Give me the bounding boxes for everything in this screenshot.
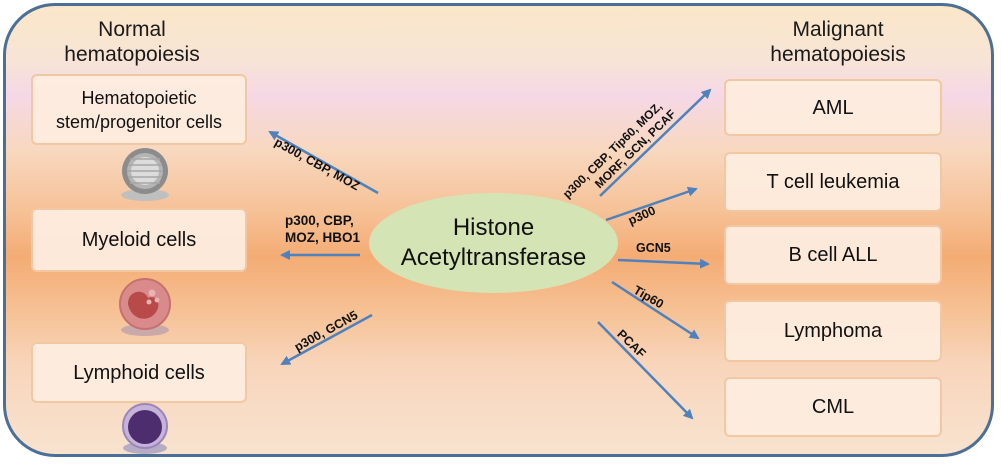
hat-line2: Acetyltransferase bbox=[400, 244, 587, 271]
b-cell-all-box: B cell ALL bbox=[724, 225, 942, 285]
cml-box: CML bbox=[724, 377, 942, 437]
arrow-to-b-cell bbox=[617, 258, 710, 269]
arrow-to-stem bbox=[268, 130, 379, 195]
stem-box-line2: stem/progenitor cells bbox=[55, 111, 223, 132]
malignant-heading: Malignant hematopoiesis bbox=[768, 17, 908, 67]
cml-label: CML bbox=[811, 396, 855, 418]
edge-label-b-cell: GCN5 bbox=[636, 241, 671, 255]
lymphoma-box: Lymphoma bbox=[724, 300, 942, 362]
arrow-to-aml bbox=[599, 88, 712, 197]
aml-box: AML bbox=[724, 79, 942, 136]
lymphoid-box-label: Lymphoid cells bbox=[73, 361, 205, 384]
edge-label-myeloid: p300, CBP, MOZ, HBO1 bbox=[285, 212, 360, 246]
aml-label: AML bbox=[812, 96, 854, 119]
myeloid-cell-icon bbox=[119, 278, 171, 336]
histone-acetyltransferase-node: Histone Acetyltransferase bbox=[369, 193, 618, 293]
arrow-to-lymphoid bbox=[280, 313, 373, 366]
malignant-heading-line2: hematopoiesis bbox=[770, 43, 906, 66]
arrow-to-cml bbox=[597, 321, 694, 420]
normal-heading-line1: Normal bbox=[98, 18, 166, 41]
normal-heading: Normal hematopoiesis bbox=[62, 17, 202, 67]
t-cell-leukemia-label: T cell leukemia bbox=[766, 171, 900, 193]
malignant-heading-line1: Malignant bbox=[792, 18, 884, 41]
stem-progenitor-box: Hematopoietic stem/progenitor cells bbox=[31, 74, 247, 145]
stem-box-line1: Hematopoietic bbox=[81, 87, 197, 108]
b-cell-all-label: B cell ALL bbox=[788, 244, 878, 266]
hat-line1: Histone bbox=[452, 214, 535, 241]
lymphoid-cells-box: Lymphoid cells bbox=[31, 342, 247, 403]
myeloid-cells-box: Myeloid cells bbox=[31, 208, 247, 272]
normal-heading-line2: hematopoiesis bbox=[64, 43, 200, 66]
arrow-to-t-cell bbox=[605, 186, 698, 222]
arrow-to-lymphoma bbox=[611, 280, 700, 340]
t-cell-leukemia-box: T cell leukemia bbox=[724, 152, 942, 212]
stem-cell-icon bbox=[121, 148, 169, 201]
edge-label-myeloid-line2: MOZ, HBO1 bbox=[285, 230, 361, 245]
edge-label-myeloid-line1: p300, CBP, bbox=[285, 213, 354, 228]
lymphoma-label: Lymphoma bbox=[783, 320, 883, 342]
lymphoid-cell-icon bbox=[122, 403, 168, 454]
myeloid-box-label: Myeloid cells bbox=[81, 229, 197, 251]
